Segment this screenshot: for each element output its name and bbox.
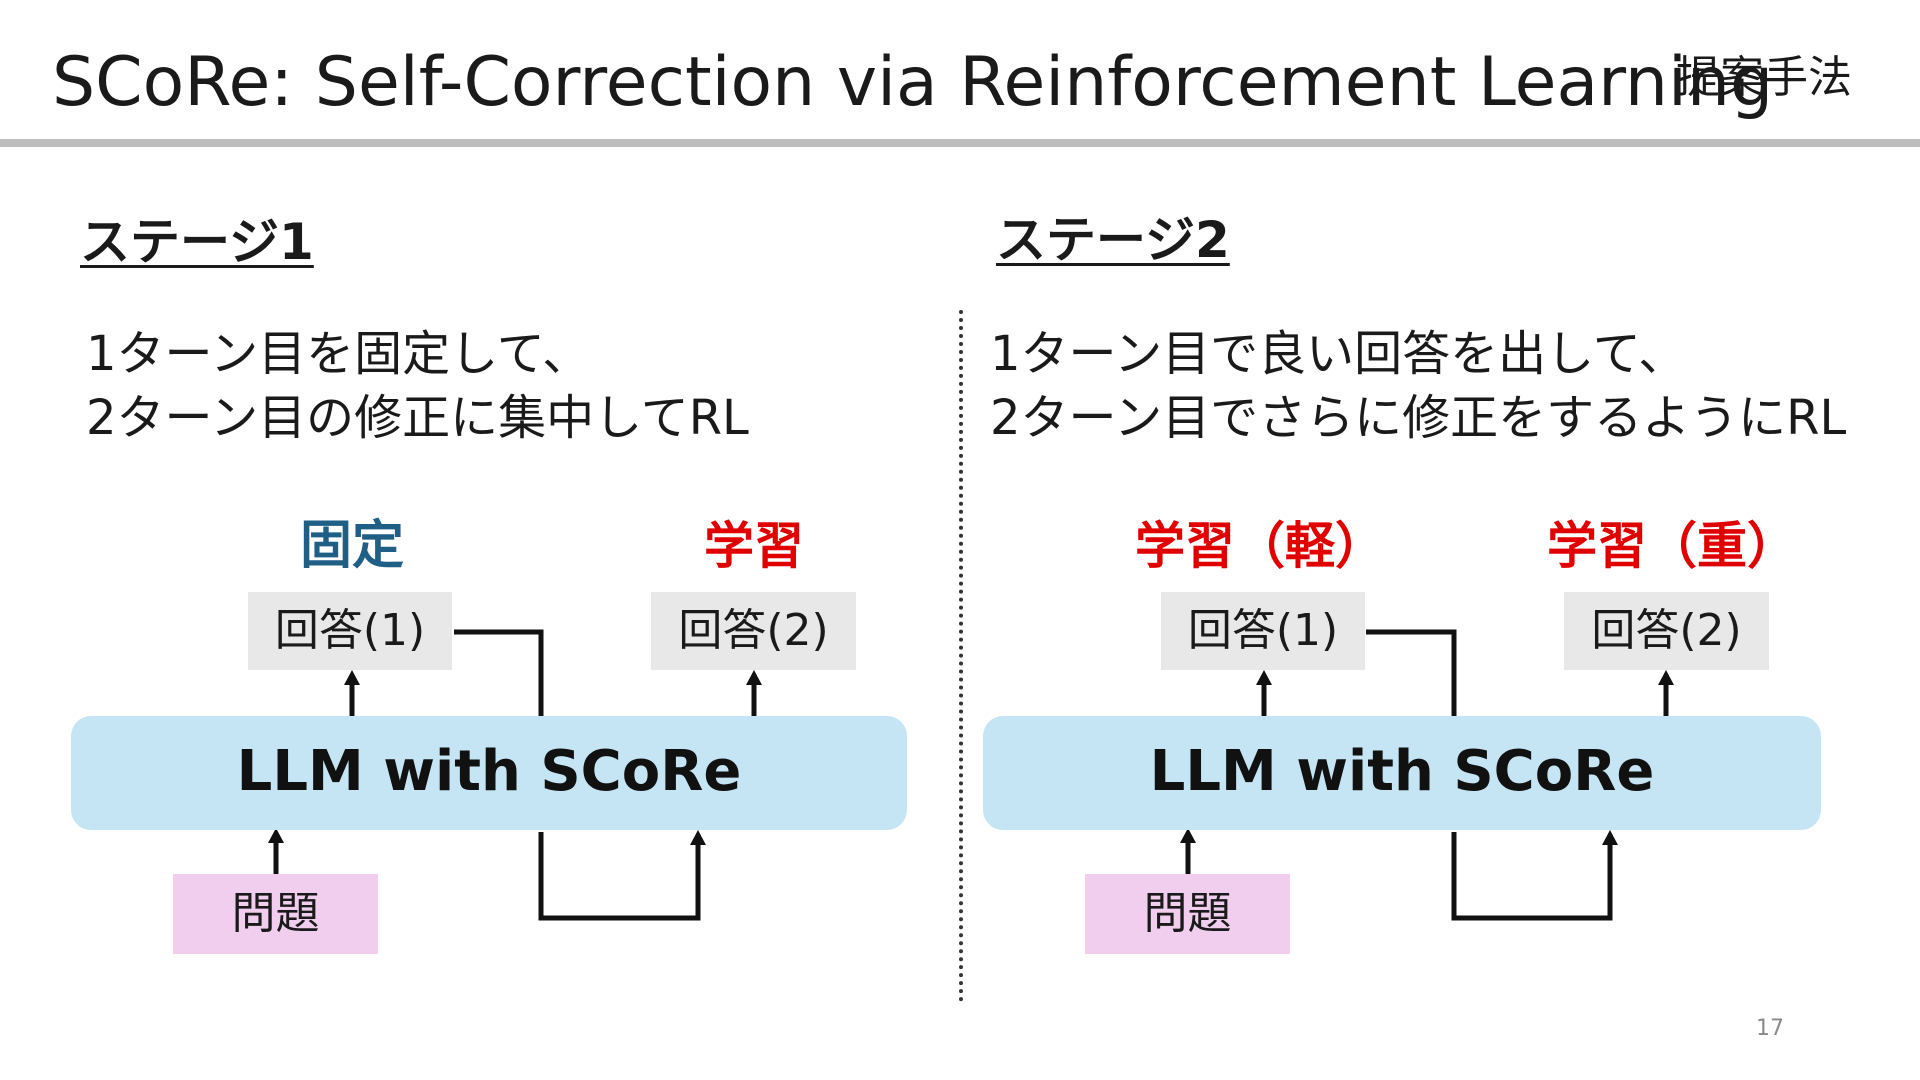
stage2-heading: ステージ2: [996, 211, 1230, 269]
stage1-answer1-feedback-top: [454, 629, 544, 716]
stage2-arrow-model-to-answer2-head: [1658, 670, 1674, 685]
stage1-turn2-label: 学習: [704, 517, 804, 575]
stage1-answer1-feedback-bottom: [538, 832, 701, 921]
stage2-answer2-box: 回答(2): [1564, 592, 1769, 670]
stage2-answer1-feedback-top: [1366, 629, 1457, 716]
stage2-model-box: LLM with SCoRe: [983, 716, 1821, 830]
stage1-turn1-label: 固定: [299, 516, 404, 576]
stage1-description-line1: 1ターン目を固定して、: [86, 326, 591, 382]
section-tag: 提案手法: [1676, 52, 1852, 103]
stage1-answer2-box: 回答(2): [651, 592, 856, 670]
stage2-description-line1: 1ターン目で良い回答を出して、: [990, 326, 1687, 382]
slide-title: SCoRe: Self-Correction via Reinforcement…: [52, 43, 1774, 122]
stage2-description-line2: 2ターン目でさらに修正をするようにRL: [990, 390, 1847, 446]
stage1-feedback-arrow-head: [690, 830, 706, 845]
stage2-answer1-box: 回答(1): [1161, 592, 1365, 670]
stage1-arrow-model-to-answer2-head: [746, 670, 762, 685]
stage1-heading: ステージ1: [80, 213, 314, 271]
stage1-description-line2: 2ターン目の修正に集中してRL: [86, 390, 749, 446]
page-number: 17: [1756, 1016, 1784, 1041]
stage2-arrow-model-to-answer1-head: [1256, 670, 1272, 685]
stage1-arrow-problem-to-model-head: [268, 828, 284, 843]
stage2-arrow-problem-to-model-head: [1180, 828, 1196, 843]
stage1-model-box: LLM with SCoRe: [71, 716, 907, 830]
stage2-turn2-label: 学習（重）: [1547, 517, 1797, 575]
stage1-problem-box: 問題: [173, 874, 378, 954]
stage1-answer1-box: 回答(1): [248, 592, 452, 670]
stage2-answer1-feedback-bottom: [1451, 832, 1613, 921]
stage-divider: [959, 310, 963, 1002]
stage2-turn1-label: 学習（軽）: [1135, 517, 1385, 575]
stage2-problem-box: 問題: [1085, 874, 1290, 954]
title-rule: [0, 139, 1920, 147]
stage2-feedback-arrow-head: [1602, 830, 1618, 845]
stage1-arrow-model-to-answer1-head: [344, 670, 360, 685]
